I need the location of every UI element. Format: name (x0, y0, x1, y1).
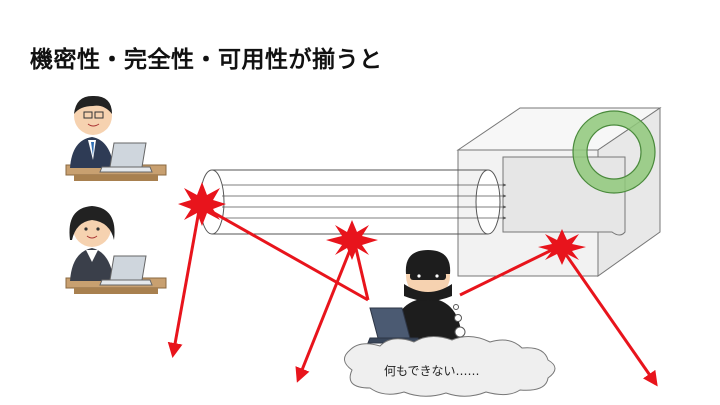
thought-dots (453, 304, 466, 338)
burst-icon (326, 220, 378, 260)
attack-arrows (167, 203, 658, 387)
thought-text: 何もできない…… (384, 364, 480, 378)
laptop-icon (99, 142, 153, 173)
page-title: 機密性・完全性・可用性が揃うと (30, 47, 383, 73)
burst-icon (538, 229, 586, 265)
pipe-channel (199, 169, 507, 235)
laptop-icon (99, 255, 153, 286)
ring-icon (572, 110, 656, 194)
thought-cloud (344, 336, 556, 397)
burst-icon (178, 182, 226, 226)
hacker-icon (392, 250, 462, 340)
